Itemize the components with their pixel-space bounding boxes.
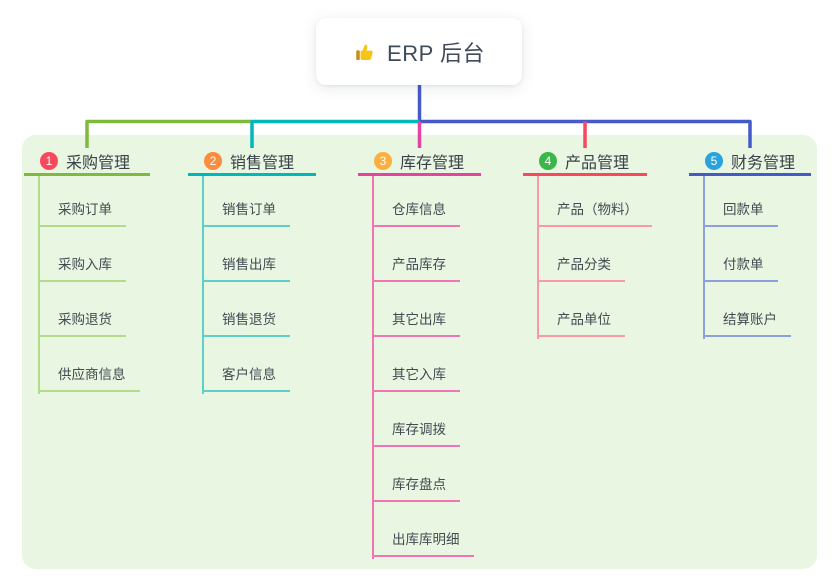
child-node-label: 库存调拨 <box>392 422 446 438</box>
child-node-label: 产品单位 <box>557 312 611 328</box>
branch-trunk-line <box>202 176 204 394</box>
branch-node-5[interactable]: 5 财务管理 <box>689 148 811 176</box>
branch-label: 采购管理 <box>66 154 131 172</box>
child-node[interactable]: 产品库存 <box>372 249 460 282</box>
child-node[interactable]: 采购订单 <box>38 194 126 227</box>
child-node-label: 销售订单 <box>222 202 276 218</box>
child-node[interactable]: 销售出库 <box>202 249 290 282</box>
child-node-label: 回款单 <box>723 202 764 218</box>
branch-number-badge: 3 <box>374 151 392 170</box>
child-node-label: 其它入库 <box>392 367 446 383</box>
branch-label: 销售管理 <box>230 154 295 172</box>
child-node[interactable]: 销售订单 <box>202 194 290 227</box>
child-node[interactable]: 库存盘点 <box>372 469 460 502</box>
child-node[interactable]: 出库库明细 <box>372 524 474 557</box>
child-node-label: 销售出库 <box>222 257 276 273</box>
root-node-erp-backend[interactable]: ERP 后台 <box>316 18 522 85</box>
child-node-label: 采购退货 <box>58 312 112 328</box>
child-node[interactable]: 仓库信息 <box>372 194 460 227</box>
child-node[interactable]: 采购入库 <box>38 249 126 282</box>
child-node-label: 客户信息 <box>222 367 276 383</box>
child-node-label: 供应商信息 <box>58 367 126 383</box>
branch-number-badge: 2 <box>204 151 222 170</box>
child-node-label: 产品分类 <box>557 257 611 273</box>
branch-trunk-line <box>372 176 374 559</box>
child-node-label: 采购入库 <box>58 257 112 273</box>
child-node[interactable]: 产品分类 <box>537 249 625 282</box>
thumbs-up-icon <box>353 40 377 64</box>
branch-node-1[interactable]: 1 采购管理 <box>24 148 150 176</box>
branch-trunk-line <box>38 176 40 394</box>
child-node-label: 结算账户 <box>723 312 777 328</box>
mindmap-branches-panel <box>22 135 817 569</box>
child-node[interactable]: 产品（物料） <box>537 194 652 227</box>
child-node-label: 产品库存 <box>392 257 446 273</box>
child-node-label: 采购订单 <box>58 202 112 218</box>
branch-trunk-line <box>537 176 539 339</box>
child-node[interactable]: 回款单 <box>703 194 778 227</box>
branch-label: 库存管理 <box>400 154 465 172</box>
child-node-label: 其它出库 <box>392 312 446 328</box>
child-node[interactable]: 采购退货 <box>38 304 126 337</box>
child-node[interactable]: 供应商信息 <box>38 359 140 392</box>
branch-node-2[interactable]: 2 销售管理 <box>188 148 316 176</box>
child-node-label: 产品（物料） <box>557 202 638 218</box>
child-node-label: 付款单 <box>723 257 764 273</box>
child-node-label: 库存盘点 <box>392 477 446 493</box>
child-node[interactable]: 销售退货 <box>202 304 290 337</box>
branch-node-3[interactable]: 3 库存管理 <box>358 148 481 176</box>
branch-node-4[interactable]: 4 产品管理 <box>523 148 647 176</box>
child-node[interactable]: 其它出库 <box>372 304 460 337</box>
root-node-title: ERP 后台 <box>387 40 485 66</box>
branch-label: 产品管理 <box>565 154 630 172</box>
child-node[interactable]: 客户信息 <box>202 359 290 392</box>
child-node[interactable]: 结算账户 <box>703 304 791 337</box>
child-node[interactable]: 库存调拨 <box>372 414 460 447</box>
branch-number-badge: 4 <box>539 151 557 170</box>
child-node-label: 仓库信息 <box>392 202 446 218</box>
child-node-label: 出库库明细 <box>392 532 460 548</box>
branch-number-badge: 5 <box>705 151 723 170</box>
branch-trunk-line <box>703 176 705 339</box>
branch-label: 财务管理 <box>731 154 796 172</box>
child-node[interactable]: 其它入库 <box>372 359 460 392</box>
child-node[interactable]: 产品单位 <box>537 304 625 337</box>
child-node[interactable]: 付款单 <box>703 249 778 282</box>
child-node-label: 销售退货 <box>222 312 276 328</box>
branch-number-badge: 1 <box>40 151 58 170</box>
